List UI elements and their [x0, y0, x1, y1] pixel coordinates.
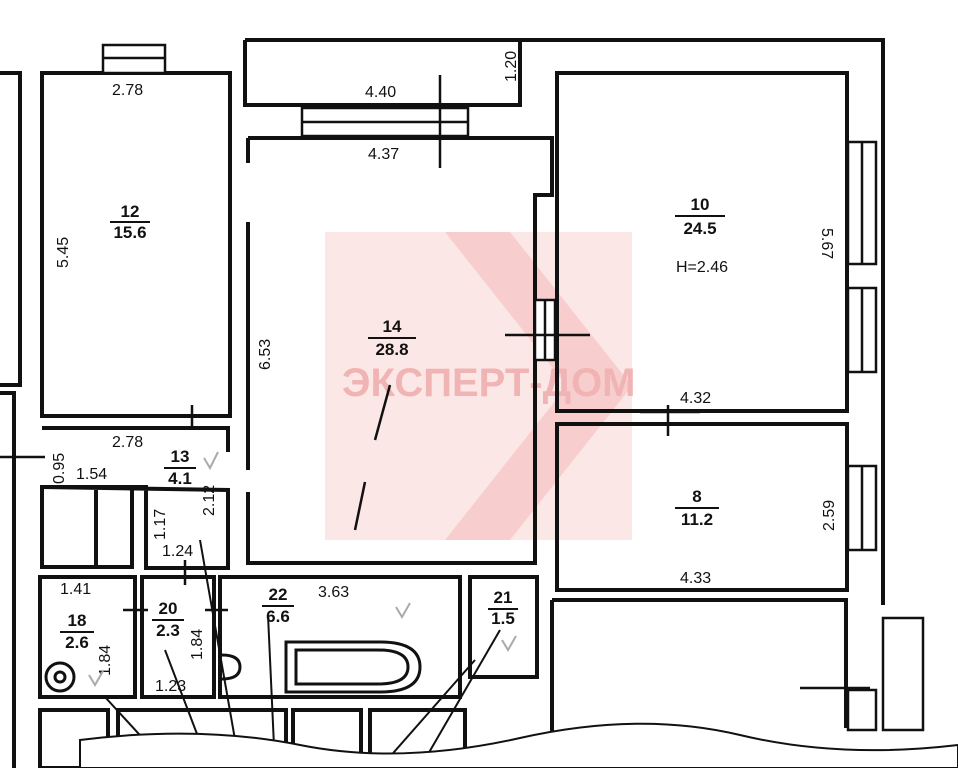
room-labels: 12 15.6 14 28.8 10 24.5 Н=2.46 8 11.2 13… — [60, 195, 728, 652]
dimension-label: 1.24 — [162, 543, 193, 560]
bathtub-icon — [284, 640, 422, 694]
dimension-label: 4.40 — [365, 84, 396, 101]
dimension-label: 2.59 — [821, 500, 838, 531]
walls — [0, 38, 885, 768]
room-21-area: 1.5 — [491, 609, 515, 628]
room-8-number: 8 — [692, 487, 701, 506]
dimension-label: 1.84 — [97, 645, 114, 676]
torn-edge — [79, 722, 958, 768]
room-20-number: 20 — [159, 599, 178, 618]
dimension-label: 1.84 — [189, 629, 206, 660]
dimension-label: 1.41 — [60, 581, 91, 598]
sink-icon — [221, 653, 242, 681]
room-12-area: 15.6 — [113, 223, 146, 242]
dimension-label: 1.17 — [152, 509, 169, 540]
room-18-area: 2.6 — [65, 633, 89, 652]
room-13-number: 13 — [171, 447, 190, 466]
room-10-number: 10 — [691, 195, 710, 214]
dimension-label: 4.32 — [680, 390, 711, 407]
dimension-label: 2.78 — [112, 434, 143, 451]
room-8-area: 11.2 — [681, 510, 713, 529]
room-12-number: 12 — [121, 202, 140, 221]
room-10-area: 24.5 — [683, 219, 716, 238]
dimension-label: 5.67 — [818, 228, 835, 259]
watermark: ЭКСПЕРТ-ДОМ — [325, 232, 636, 540]
dimension-label: 1.23 — [155, 678, 186, 695]
room-21-number: 21 — [494, 588, 513, 607]
dimension-labels: 2.78 4.40 1.20 4.37 5.45 6.53 5.67 4.32 … — [51, 51, 838, 695]
dimension-label: 4.33 — [680, 570, 711, 587]
room-14-area: 28.8 — [375, 340, 408, 359]
room-22-number: 22 — [269, 585, 288, 604]
dimension-label: 3.63 — [318, 584, 349, 601]
dimension-label: 2.78 — [112, 82, 143, 99]
dimension-label: 0.95 — [51, 453, 68, 484]
check-marks — [88, 451, 517, 687]
dimension-label: 2.12 — [201, 485, 218, 516]
dimension-label: 4.37 — [368, 146, 399, 163]
room-13-area: 4.1 — [168, 469, 192, 488]
room-20-area: 2.3 — [156, 621, 180, 640]
room-22-area: 6.6 — [266, 607, 290, 626]
toilet-icon — [44, 661, 76, 693]
dimension-ticks — [0, 75, 870, 690]
room-18-number: 18 — [68, 611, 87, 630]
room-14-number: 14 — [383, 317, 402, 336]
dimension-label: 1.20 — [503, 51, 520, 82]
room-10-height: Н=2.46 — [676, 259, 728, 276]
windows — [101, 43, 925, 732]
watermark-text: ЭКСПЕРТ-ДОМ — [342, 361, 636, 405]
dimension-label: 5.45 — [55, 237, 72, 268]
dimension-label: 1.54 — [76, 466, 107, 483]
dimension-label: 6.53 — [257, 339, 274, 370]
